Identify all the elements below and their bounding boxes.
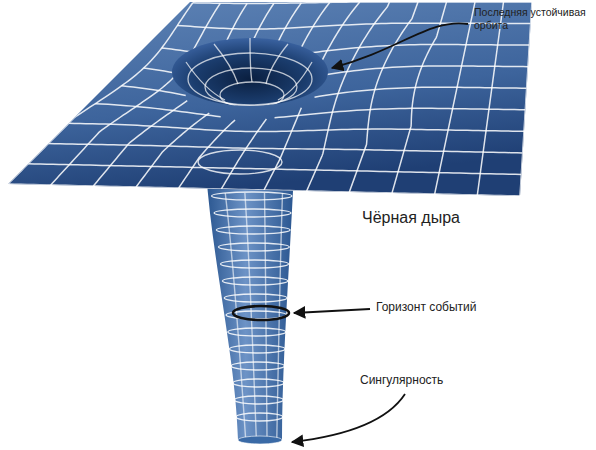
tube-ring xyxy=(222,277,287,285)
tube-line xyxy=(265,193,268,443)
orbit-label: Последняя устойчивая орбита xyxy=(474,6,592,31)
spacetime-plane xyxy=(8,2,532,196)
tube-ring xyxy=(230,345,286,353)
grid-line xyxy=(435,2,475,194)
horizon-label: Горизонт событий xyxy=(376,300,526,314)
tube-ring xyxy=(216,226,290,234)
tube-ring xyxy=(224,294,287,302)
singularity-label: Сингулярность xyxy=(360,373,510,387)
grid-line xyxy=(8,3,193,184)
grid-line xyxy=(69,123,524,131)
grid-line xyxy=(48,144,522,153)
leader-line xyxy=(332,23,468,68)
grid-line xyxy=(477,2,503,195)
tube-ring xyxy=(236,413,283,421)
funnel-tube xyxy=(206,170,294,444)
tube-ring xyxy=(212,192,292,200)
grid-line xyxy=(193,2,532,3)
grid-line xyxy=(392,2,447,193)
title-label: Чёрная дыра xyxy=(362,208,512,227)
grid-line xyxy=(8,184,520,196)
grid-line xyxy=(520,2,532,196)
event-horizon-ring xyxy=(233,306,289,320)
leader-line xyxy=(292,394,405,442)
tube-ring xyxy=(221,260,289,268)
tube-ring xyxy=(214,209,291,217)
tube-ring xyxy=(231,362,284,370)
tube-ring xyxy=(234,396,283,404)
grid-line xyxy=(95,104,525,118)
leader-line xyxy=(294,309,370,313)
tube-ring xyxy=(228,328,286,336)
tube-ring xyxy=(218,243,289,251)
grid-line xyxy=(349,2,418,192)
tube-ring xyxy=(233,379,284,387)
